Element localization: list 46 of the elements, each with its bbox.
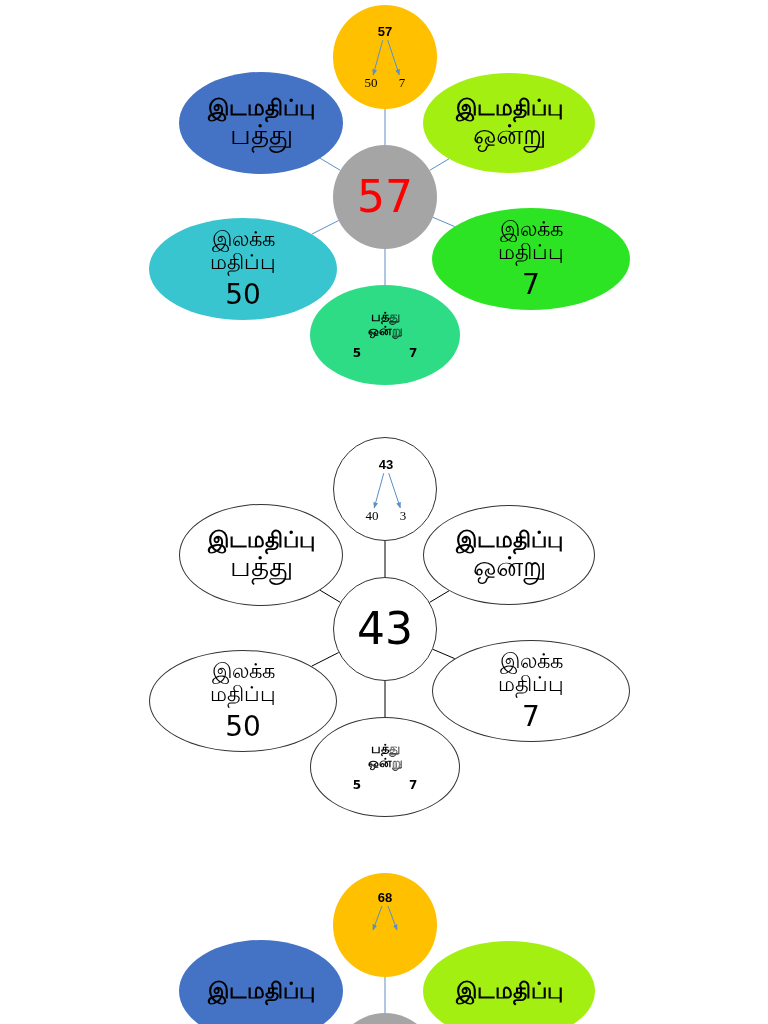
petal-value: 50	[225, 711, 261, 743]
arrow	[387, 905, 398, 931]
petal-value: 7	[409, 778, 418, 792]
petal-heading: இடமதிப்பு	[207, 978, 315, 1004]
petal-heading: இலக்க மதிப்பு	[209, 659, 277, 706]
connector-line	[311, 220, 340, 235]
connector-line	[432, 648, 456, 660]
petal-value: 7	[409, 346, 418, 360]
connector-line	[384, 976, 386, 1014]
petal-heading: இலக்க மதிப்பு	[497, 217, 565, 264]
connector-line	[384, 248, 386, 286]
number-label: 3	[399, 508, 407, 524]
arrow	[388, 472, 401, 509]
center-number: 43	[357, 604, 413, 654]
petal-value: 50	[225, 279, 261, 311]
number-label: 57	[377, 24, 393, 40]
connector-line	[384, 680, 386, 718]
center-number: 57	[357, 172, 413, 222]
connector-line	[429, 590, 450, 603]
number-label: 68	[377, 890, 393, 906]
center-circle	[333, 145, 437, 249]
arrow	[373, 472, 385, 509]
petal-heading: இலக்க மதிப்பு	[497, 649, 565, 696]
center-circle	[333, 577, 437, 681]
petal-heading: இலக்க மதிப்பு	[209, 227, 277, 274]
connector-line	[384, 540, 386, 578]
petal-value: 5	[352, 778, 361, 792]
petal-value: 7	[522, 269, 540, 301]
petal-heading: பத்து ஒன்று	[366, 310, 404, 339]
connector-line	[384, 108, 386, 146]
number-label: 7	[398, 75, 406, 91]
connector-line	[319, 589, 341, 603]
connector-line	[432, 216, 456, 228]
petal-heading: இடமதிப்பு	[455, 978, 563, 1004]
petal-value: 7	[522, 701, 540, 733]
number-label: 43	[378, 457, 394, 473]
arrow	[372, 39, 384, 76]
number-label: 50	[364, 75, 378, 91]
number-label: 40	[365, 508, 379, 524]
connector-line	[311, 652, 340, 667]
connector-line	[319, 157, 341, 171]
arrow	[387, 39, 400, 76]
petal-heading: பத்து ஒன்று	[366, 742, 404, 771]
petal-value: 5	[352, 346, 361, 360]
connector-line	[429, 158, 450, 171]
arrow	[372, 905, 383, 931]
